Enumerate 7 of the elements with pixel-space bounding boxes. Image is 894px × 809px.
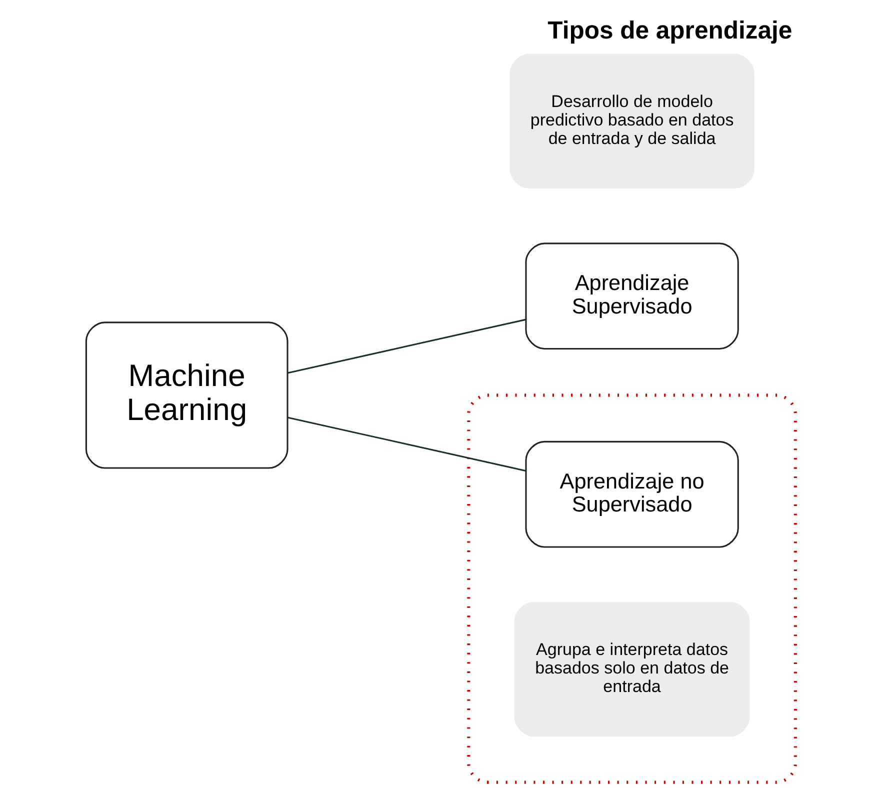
connector: [287, 416, 526, 472]
diagram-title: Tipos de aprendizaje: [548, 18, 792, 45]
node-box: Machine Learning: [85, 322, 288, 469]
node-box: Aprendizaje no Supervisado: [525, 440, 739, 548]
node-box: Aprendizaje Supervisado: [525, 242, 739, 350]
connector: [287, 318, 526, 374]
cluster: [467, 394, 797, 784]
